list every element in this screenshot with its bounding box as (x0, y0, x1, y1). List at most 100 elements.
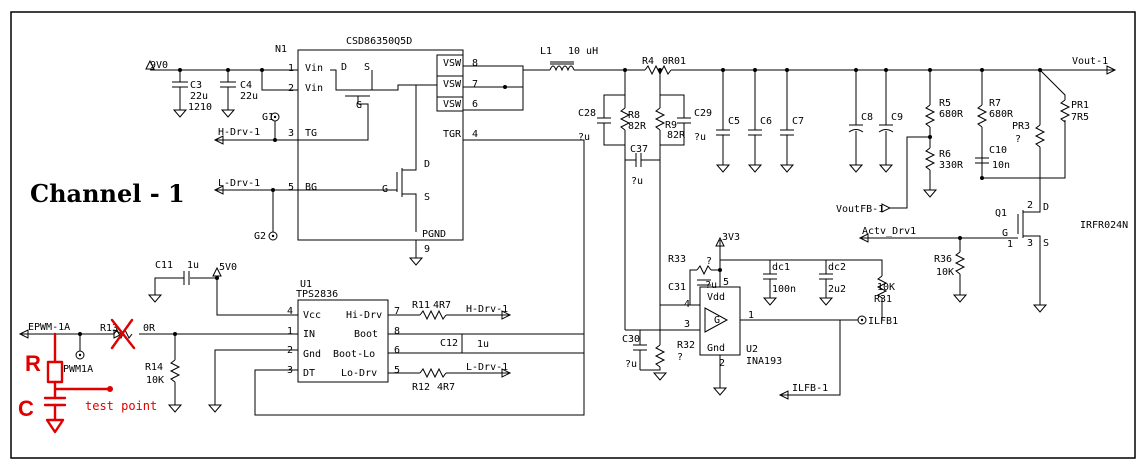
mosfet-q1: Q1 IRFR024N D G S 1 2 3 Actv_Drv1 R36 10… (858, 200, 1128, 313)
svg-text:?: ? (706, 256, 712, 267)
svg-text:PGND: PGND (422, 229, 446, 240)
svg-text:ILFB1: ILFB1 (868, 316, 898, 327)
output-capacitors: C5 C6 C7 C8 C9 (715, 68, 903, 173)
svg-text:G: G (714, 315, 720, 326)
svg-text:dc1: dc1 (772, 262, 790, 273)
svg-text:82R: 82R (667, 130, 686, 141)
svg-text:4: 4 (472, 129, 478, 140)
channel-title: Channel - 1 (30, 179, 185, 208)
svg-text:9V0: 9V0 (150, 60, 168, 71)
svg-text:C: C (18, 396, 34, 421)
svg-text:L-Drv-1: L-Drv-1 (466, 362, 508, 373)
svg-text:C31: C31 (668, 282, 686, 293)
svg-text:?u: ?u (625, 359, 637, 370)
svg-text:5: 5 (288, 182, 294, 193)
gate-nets: H-Drv-1 G1 L-Drv-1 G2 (213, 112, 585, 416)
svg-text:C10: C10 (989, 145, 1007, 156)
svg-text:S: S (424, 192, 430, 203)
svg-text:C4: C4 (240, 80, 252, 91)
svg-text:1u: 1u (187, 260, 199, 271)
svg-text:TG: TG (305, 128, 317, 139)
svg-text:9: 9 (424, 244, 430, 255)
svg-text:C3: C3 (190, 80, 202, 91)
feedback-divider: R5 680R R6 330R R7 680R C10 10n VoutFB-1… (836, 68, 1089, 215)
svg-text:Vin: Vin (305, 83, 323, 94)
svg-text:dc2: dc2 (828, 262, 846, 273)
svg-text:5V0: 5V0 (219, 262, 237, 273)
svg-text:R36: R36 (934, 254, 952, 265)
svg-text:U2: U2 (746, 344, 758, 355)
svg-text:VoutFB-1: VoutFB-1 (836, 204, 884, 215)
svg-text:C37: C37 (630, 144, 648, 155)
svg-text:L1: L1 (540, 46, 552, 57)
svg-text:TGR: TGR (443, 129, 462, 140)
sheet-border (10, 11, 1136, 459)
svg-text:G: G (1002, 228, 1008, 239)
svg-text:R4: R4 (642, 56, 654, 67)
svg-text:10 uH: 10 uH (568, 46, 598, 57)
svg-text:R13: R13 (100, 323, 118, 334)
amp-u2: Vdd Gnd U2 INA193 G 5 4 3 2 1 3V3 ILFB1 … (622, 232, 898, 400)
svg-text:R31: R31 (874, 294, 892, 305)
svg-text:7: 7 (394, 306, 400, 317)
svg-text:C9: C9 (891, 112, 903, 123)
svg-text:3: 3 (287, 365, 293, 376)
svg-text:6: 6 (472, 99, 478, 110)
svg-text:D: D (341, 62, 347, 73)
svg-text:U1: U1 (300, 279, 312, 290)
svg-text:IN: IN (303, 329, 315, 340)
switch-node: L1 10 uH R4 0R01 Vout-1 (463, 46, 1117, 111)
svg-text:2: 2 (288, 83, 294, 94)
svg-text:?u: ?u (705, 280, 717, 291)
current-sense-filter: R8 82R R9 82R C28 ?u C29 ?u C37 ?u (578, 68, 712, 331)
driver-u1: U1 TPS2836 Vcc IN Gnd DT 4 1 2 3 Hi-Drv … (18, 260, 584, 413)
svg-text:Lo-Drv: Lo-Drv (341, 368, 377, 379)
svg-text:BG: BG (305, 182, 317, 193)
svg-text:Boot: Boot (354, 329, 378, 340)
svg-text:?u: ?u (694, 132, 706, 143)
svg-text:680R: 680R (989, 109, 1014, 120)
svg-text:VSW: VSW (443, 58, 462, 69)
svg-text:1210: 1210 (188, 102, 212, 113)
svg-text:1: 1 (287, 326, 293, 337)
red-annotations: R C test point (18, 318, 157, 434)
svg-text:R9: R9 (665, 120, 677, 131)
svg-text:10K: 10K (146, 375, 164, 386)
svg-text:10K: 10K (936, 267, 954, 278)
svg-text:PWM1A: PWM1A (63, 364, 93, 375)
svg-text:VSW: VSW (443, 79, 462, 90)
svg-text:C28: C28 (578, 108, 596, 119)
svg-text:R33: R33 (668, 254, 686, 265)
svg-text:1: 1 (748, 310, 754, 321)
fet-n1: N1 CSD86350Q5D Vin Vin TG BG VSW VSW VSW… (275, 36, 478, 255)
svg-text:G1: G1 (262, 112, 274, 123)
svg-text:S: S (364, 62, 370, 73)
svg-text:S: S (1043, 238, 1049, 249)
svg-text:EPWM-1A: EPWM-1A (28, 322, 70, 333)
svg-text:Gnd: Gnd (707, 343, 725, 354)
svg-text:VSW: VSW (443, 99, 462, 110)
svg-text:5: 5 (394, 365, 400, 376)
svg-text:L-Drv-1: L-Drv-1 (218, 178, 260, 189)
svg-text:H-Drv-1: H-Drv-1 (466, 304, 508, 315)
svg-text:IRFR024N: IRFR024N (1080, 220, 1128, 231)
svg-text:C11: C11 (155, 260, 173, 271)
svg-text:C5: C5 (728, 116, 740, 127)
svg-text:1: 1 (1007, 239, 1013, 250)
svg-text:3: 3 (288, 128, 294, 139)
svg-text:1u: 1u (477, 339, 489, 350)
svg-text:Gnd: Gnd (303, 349, 321, 360)
svg-text:D: D (424, 159, 430, 170)
svg-text:R14: R14 (145, 362, 163, 373)
svg-text:100n: 100n (772, 284, 796, 295)
svg-text:?: ? (1015, 134, 1021, 145)
svg-text:Boot-Lo: Boot-Lo (333, 349, 375, 360)
svg-text:C29: C29 (694, 108, 712, 119)
rail-9v0: 9V0 C3 22u 1210 C4 22u (145, 59, 298, 118)
svg-text:8: 8 (394, 326, 400, 337)
svg-text:test point: test point (85, 399, 157, 413)
svg-text:?: ? (677, 352, 683, 363)
svg-text:INA193: INA193 (746, 356, 782, 367)
svg-text:22u: 22u (240, 91, 258, 102)
